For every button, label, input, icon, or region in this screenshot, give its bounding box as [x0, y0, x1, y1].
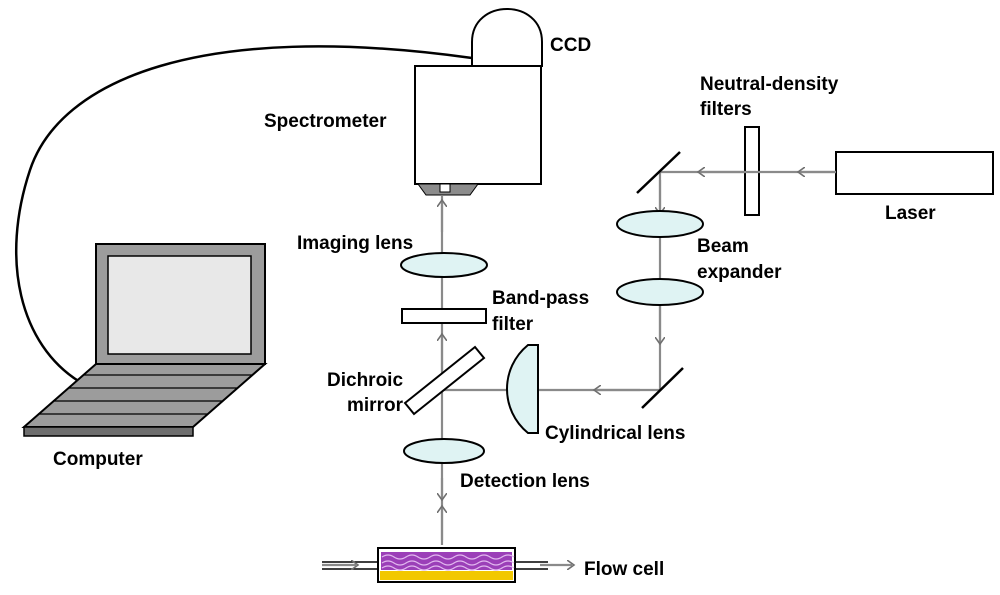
beam-expander-label-line1: Beam — [697, 236, 749, 257]
nd-filters-label-line2: filters — [700, 99, 752, 120]
band-pass-label-line1: Band-pass — [492, 288, 589, 309]
steering-mirror-top — [636, 151, 681, 194]
flow-cell — [322, 547, 572, 583]
detection-lens-label: Detection lens — [460, 471, 590, 492]
detection-lens — [403, 438, 485, 464]
spectrometer — [414, 65, 542, 196]
beam-expander-lens-2 — [616, 278, 704, 306]
cylindrical-lens-label: Cylindrical lens — [545, 423, 685, 444]
laser-label: Laser — [885, 203, 936, 224]
cylindrical-lens — [506, 344, 539, 434]
nd-filters-label-line1: Neutral-density — [700, 74, 839, 95]
flow-cell-particles — [381, 552, 512, 570]
laser-source — [835, 151, 994, 195]
ccd-label: CCD — [550, 35, 591, 56]
ccd-camera — [471, 8, 543, 67]
band-pass-filter — [401, 308, 487, 324]
beam-expander-label-line2: expander — [697, 262, 782, 283]
beam-expander-lens-1 — [616, 210, 704, 238]
laptop-screen — [107, 255, 252, 355]
imaging-lens-label: Imaging lens — [297, 233, 413, 254]
spectrometer-label: Spectrometer — [264, 111, 387, 132]
flow-cell-base — [380, 571, 513, 580]
imaging-lens — [400, 252, 488, 278]
dichroic-mirror-label-line2: mirror — [347, 395, 404, 416]
flow-cell-label: Flow cell — [584, 559, 664, 580]
data-cable — [14, 45, 473, 384]
steering-mirror-bottom — [641, 367, 684, 409]
dichroic-mirror — [403, 345, 486, 416]
laptop-keyboard — [21, 363, 268, 428]
laptop-computer — [21, 243, 268, 437]
dichroic-mirror-label-line1: Dichroic — [327, 370, 403, 391]
band-pass-label-line2: filter — [492, 314, 534, 335]
beam-expander — [616, 210, 704, 306]
computer-label: Computer — [53, 449, 143, 470]
